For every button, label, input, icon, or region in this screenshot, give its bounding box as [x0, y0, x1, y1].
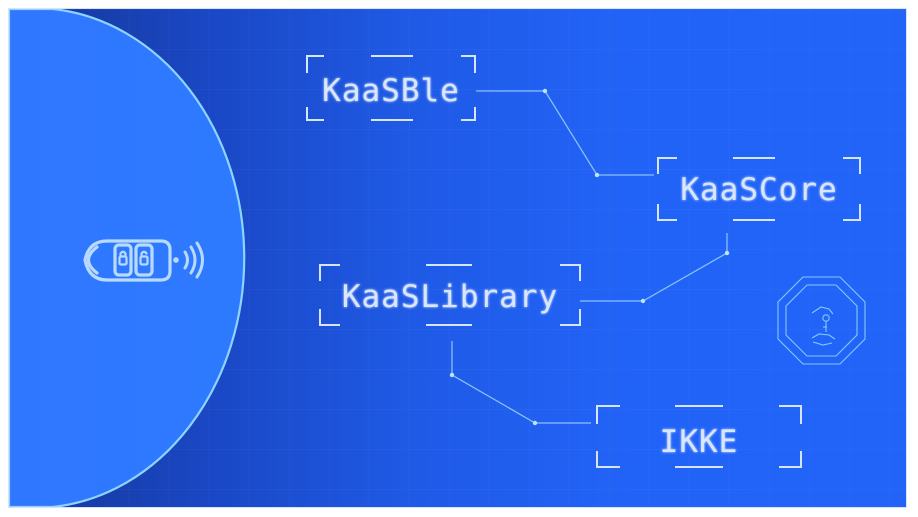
connector-dot [640, 298, 646, 304]
connector-dot [724, 250, 730, 256]
connector-kaaslibrary-ikke [451, 341, 591, 424]
node-kaaslibrary: KaaSLibrary [319, 264, 581, 326]
connector-dot [449, 372, 455, 378]
node-label-ikke: IKKE [660, 424, 739, 460]
connector-kaascore-kaaslibrary [580, 233, 728, 302]
diagram-stage: KaaSBle KaaSCore Kaa [9, 9, 906, 507]
diagram-connectors [451, 90, 728, 424]
connector-kaasble-kaascore [476, 90, 654, 176]
car-key-fob-icon [83, 239, 179, 282]
node-kaasble: KaaSBle [306, 55, 476, 121]
connector-dots [449, 88, 730, 426]
node-kaascore: KaaSCore [657, 157, 861, 221]
key-handover-badge-icon [777, 276, 866, 365]
node-label-kaascore: KaaSCore [680, 172, 837, 208]
connector-dot [532, 420, 538, 426]
node-ikke: IKKE [596, 405, 802, 468]
node-label-kaaslibrary: KaaSLibrary [342, 279, 558, 315]
signal-waves-icon [183, 241, 204, 279]
diagram-svg: KaaSBle KaaSCore Kaa [9, 9, 866, 507]
connector-dot [594, 172, 600, 178]
node-label-kaasble: KaaSBle [322, 73, 460, 109]
connector-dot [542, 88, 548, 94]
